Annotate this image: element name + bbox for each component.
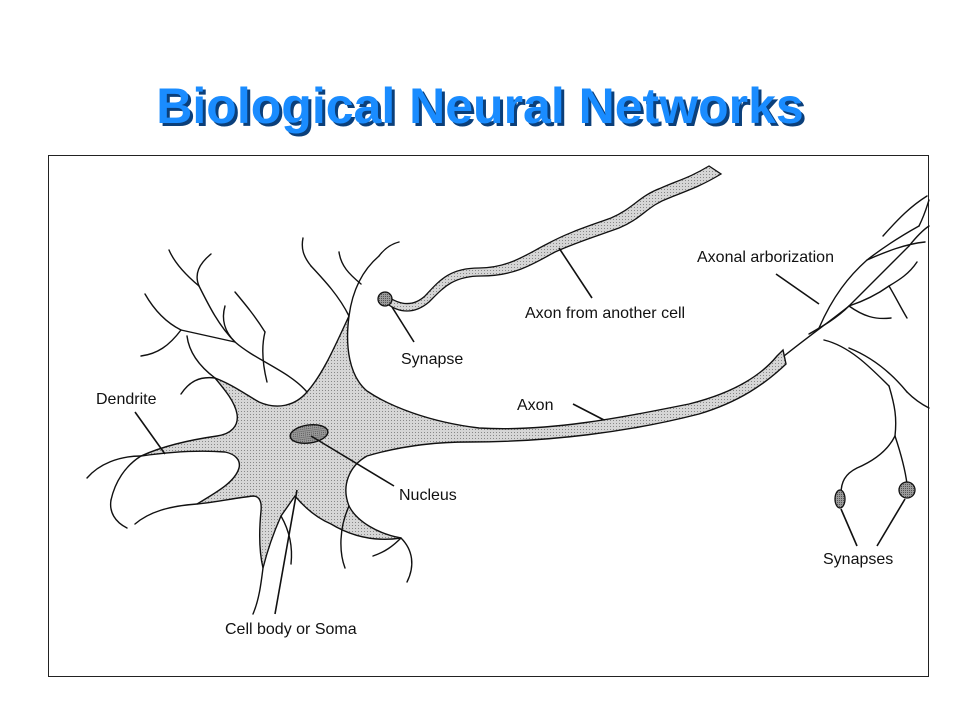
neuron-illustration: Axonal arborization Axon from another ce… [86, 165, 930, 638]
dendrite-upper-13 [378, 241, 400, 257]
arbor-branch-14 [848, 347, 908, 393]
dendrite-upper-15 [262, 331, 268, 383]
label-axonal-arborization: Axonal arborization [697, 249, 834, 266]
arbor-branch-10 [866, 241, 926, 261]
dendrite-upper-5 [180, 329, 236, 343]
terminal-branch-1 [840, 435, 896, 495]
dendrite-upper-1 [198, 285, 308, 393]
arbor-branch-9 [918, 199, 930, 227]
dendrite-lower-2 [280, 515, 293, 565]
dendrite-upper-8 [186, 335, 216, 379]
leader-axon [572, 403, 605, 421]
dendrite-left-1 [86, 455, 142, 479]
synapse-terminal-2 [898, 481, 916, 499]
synapse-knob [377, 291, 393, 307]
leader-axon-from-another-cell [558, 247, 593, 299]
dendrite-upper-2 [196, 253, 212, 287]
label-nucleus: Nucleus [399, 487, 457, 504]
arbor-branch-6 [848, 305, 892, 320]
label-dendrite: Dendrite [96, 391, 157, 408]
arbor-branch-4 [888, 261, 918, 287]
dendrite-upper-6 [144, 293, 182, 331]
label-synapse: Synapse [401, 351, 463, 368]
arbor-branch-15 [906, 391, 930, 409]
dendrite-upper-12 [348, 255, 380, 317]
label-synapses: Synapses [823, 551, 893, 568]
incoming-axon [384, 165, 723, 312]
dendrite-upper-11 [301, 237, 312, 267]
dendrite-left-3 [109, 499, 128, 529]
leader-nucleus [310, 435, 395, 487]
leader-cell-body [274, 489, 298, 615]
dendrite-upper-7 [140, 329, 182, 357]
dendrite-lower-4 [400, 537, 413, 583]
terminal-branch-2 [894, 435, 908, 485]
nucleus [289, 424, 329, 444]
slide-title: Biological Neural Networks [156, 78, 804, 134]
soma [140, 315, 787, 569]
label-axon: Axon [517, 397, 553, 414]
dendrite-lower-3 [372, 537, 402, 557]
dendrite-upper-9 [180, 376, 216, 395]
arbor-branch-13 [888, 385, 897, 437]
dendrite-upper-10 [310, 265, 350, 317]
synapse-terminal-1 [834, 489, 846, 509]
dendrite-upper-4 [222, 305, 236, 343]
label-axon-from-another-cell: Axon from another cell [525, 305, 685, 322]
leader-synapses-2 [876, 498, 906, 547]
arbor-branch-5 [888, 285, 908, 319]
leader-dendrite [134, 411, 166, 455]
dendrite-upper-3 [168, 249, 200, 287]
leader-synapse [391, 306, 415, 343]
arbor-branch-12 [823, 339, 890, 387]
arbor-branch-7 [808, 305, 850, 335]
dendrite-left-2 [110, 455, 142, 501]
dendrite-lower-5 [340, 505, 350, 569]
leader-synapses-1 [840, 508, 858, 547]
dendrite-upper-14 [338, 251, 362, 285]
arbor-branch-2 [908, 225, 930, 247]
arbor-branch-3 [848, 285, 890, 307]
arbor-branch-11 [882, 195, 928, 237]
leader-axonal-arborization [775, 273, 820, 305]
neuron-diagram: Axonal arborization Axon from another ce… [48, 155, 930, 677]
dendrite-lower-1 [252, 567, 264, 615]
label-cell-body: Cell body or Soma [225, 621, 357, 638]
dendrite-left-4 [134, 503, 198, 525]
dendrite-upper-16 [234, 291, 266, 333]
